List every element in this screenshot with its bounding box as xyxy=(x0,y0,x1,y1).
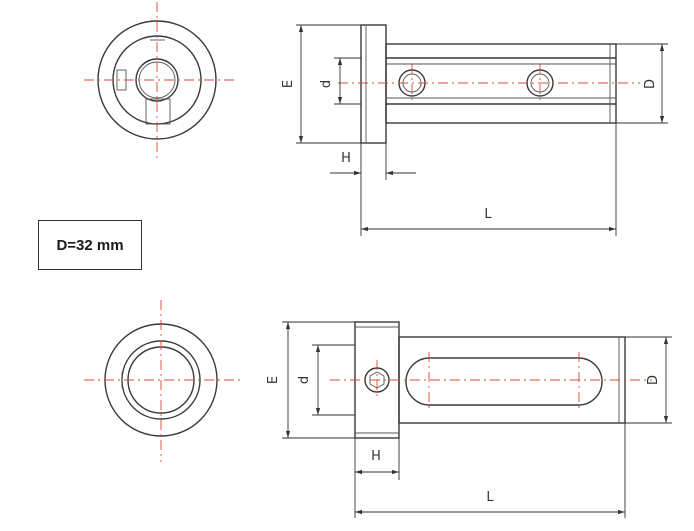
bottom-slot xyxy=(405,357,603,406)
bottom-side-view xyxy=(330,321,652,439)
top-dim-L-label: L xyxy=(484,207,492,222)
bottom-dim-L-label: L xyxy=(486,490,494,505)
bottom-dim-E-label: E xyxy=(266,376,281,384)
bottom-dim-H-label: H xyxy=(371,449,381,464)
top-dimensions: E d D H L xyxy=(281,24,668,236)
top-body xyxy=(385,43,617,124)
top-dim-d-label: d xyxy=(319,80,334,88)
spec-box: D=32 mm xyxy=(38,220,142,270)
top-end-keyway-bottom xyxy=(145,98,171,125)
top-end-view xyxy=(84,2,236,162)
bottom-dim-d-label: d xyxy=(297,376,312,384)
spec-diameter-label: D=32 mm xyxy=(56,236,124,254)
top-flange xyxy=(360,24,387,144)
top-dim-H-label: H xyxy=(341,151,351,166)
top-dim-E-label: E xyxy=(281,80,296,88)
bottom-dim-D-label: D xyxy=(646,375,661,385)
top-dim-D-label: D xyxy=(643,79,658,89)
bottom-end-view xyxy=(84,300,240,462)
bottom-dimensions: E d D H L xyxy=(266,321,672,518)
top-side-view xyxy=(338,24,640,144)
